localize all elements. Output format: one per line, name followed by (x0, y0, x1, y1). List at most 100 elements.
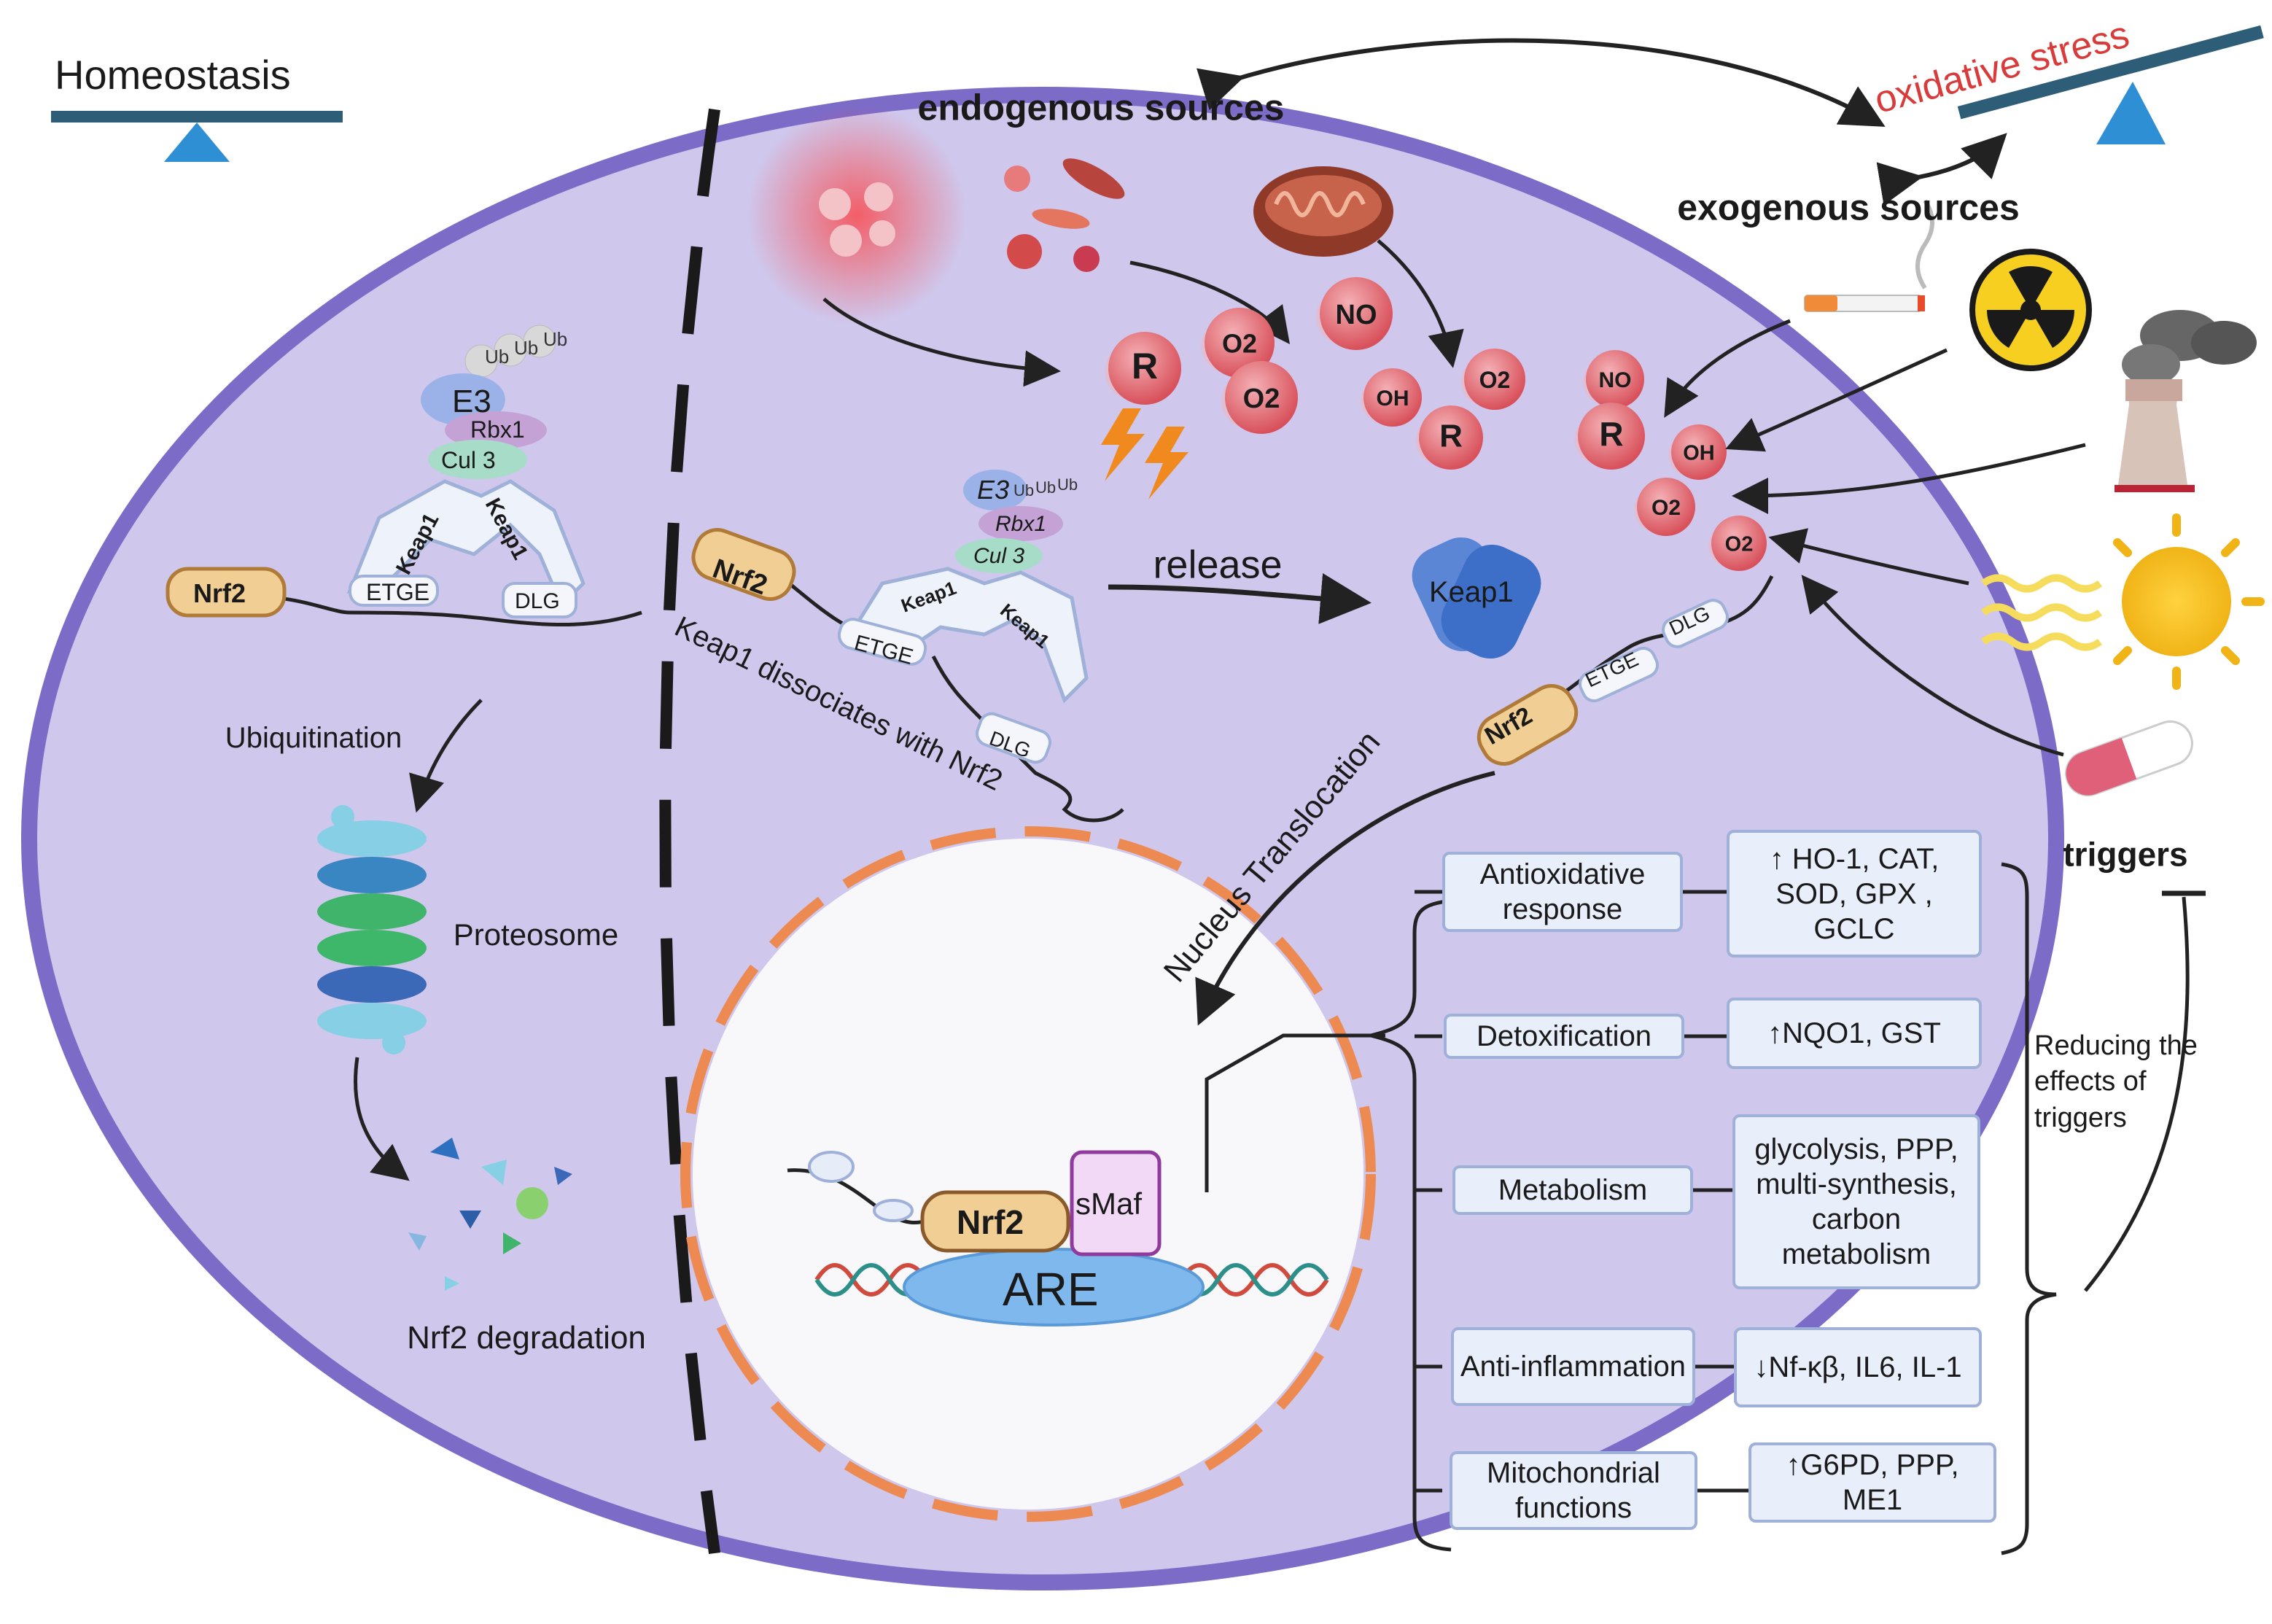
radiation-icon (1969, 249, 2092, 371)
proteosome-label: Proteosome (453, 917, 619, 952)
free-keap1 (1412, 537, 1541, 659)
radical-sphere (1671, 424, 1727, 480)
ub-label: Ub (1014, 481, 1034, 500)
degradation-arrow (354, 1057, 410, 1181)
ub-label: Ub (1057, 475, 1078, 494)
radical-sphere (1637, 478, 1695, 536)
ros-arrow (1377, 239, 1464, 368)
response-effect-detoxification: ↑NQO1, GST (1727, 998, 1982, 1069)
release-label: release (1153, 543, 1283, 587)
ub-label: Ub (485, 346, 509, 368)
radical-sphere (1419, 405, 1483, 470)
smaf-label: sMaf (1075, 1186, 1142, 1221)
response-effect-anti-inflammation: ↓Nf-κβ, IL6, IL-1 (1734, 1327, 1982, 1407)
ros-arrow (1725, 348, 1948, 452)
nrf2-degradation-label: Nrf2 degradation (407, 1319, 646, 1356)
response-category-mitochondrial: Mitochondrial functions (1450, 1451, 1697, 1530)
etge-label: ETGE (366, 579, 429, 605)
ubiquitination-arrow (409, 699, 483, 813)
balance-scale-icon (1957, 25, 2264, 144)
ros-arrow (1768, 528, 1969, 586)
radical-label: R (1439, 418, 1463, 454)
response-effect-metabolism: glycolysis, PPP, multi-synthesis, carbon… (1732, 1114, 1980, 1289)
dlg-label: DLG (515, 589, 560, 613)
response-connectors (1415, 890, 1748, 1493)
complex-left-labels: E3 Ub Ub Ub Rbx1 Cul 3 Keap1 Keap1 ETGE … (193, 328, 567, 613)
response-connector (1205, 1033, 1385, 1192)
triggers-label: triggers (2063, 835, 2188, 874)
proteasome-icon (317, 805, 427, 1054)
are-label: ARE (1003, 1263, 1099, 1316)
nucleus (693, 839, 1363, 1510)
response-effect-antioxidative: ↑ HO-1, CAT, SOD, GPX , GCLC (1727, 830, 1982, 957)
exogenous-label: exogenous sources (1677, 187, 2020, 228)
rbx1-label: Rbx1 (470, 416, 525, 443)
ub-label: Ub (514, 337, 538, 359)
radical-label: NO (1599, 368, 1632, 392)
radical-label: O2 (1652, 496, 1681, 520)
cul3-label: Cul 3 (973, 544, 1024, 568)
radical-sphere (1711, 516, 1767, 571)
keap1-complex-left (166, 325, 642, 627)
nrf2-nuclear (920, 1190, 1070, 1253)
ros-arrow (1129, 260, 1291, 344)
pill-icon (2065, 720, 2193, 797)
e3-label: E3 (977, 475, 1009, 505)
nrf2-label: Nrf2 (193, 578, 246, 608)
release-arrow (1108, 573, 1372, 624)
ros-arrow (822, 298, 1061, 387)
ubiquitination-label: Ubiquitination (225, 722, 402, 754)
pathogens-icon (1004, 158, 1125, 272)
mitochondria-icon (1253, 166, 1393, 257)
radical-sphere (1578, 403, 1645, 470)
ros-arrow (1664, 319, 1791, 418)
radical-label: O2 (1222, 328, 1257, 358)
reducing-effects-label: Reducing the effects of triggers (2034, 1030, 2198, 1133)
radical-label: R (1599, 415, 1623, 453)
radical-sphere (1320, 277, 1393, 350)
radical-label: OH (1683, 442, 1715, 465)
response-category-metabolism: Metabolism (1452, 1165, 1693, 1215)
response-category-anti-inflammation: Anti-inflammation (1451, 1327, 1695, 1406)
radical-sphere (1108, 332, 1181, 405)
endogenous-label: endogenous sources (917, 87, 1285, 128)
radical-label: O2 (1243, 384, 1280, 414)
rbx1-label: Rbx1 (995, 512, 1046, 536)
degraded-fragments (408, 1138, 572, 1291)
inhibition-line (2084, 896, 2190, 1292)
radical-sphere (1586, 350, 1644, 408)
ros-arrow (1732, 443, 2086, 514)
inflammation-cells-icon (747, 106, 966, 325)
keap1-complex-mid (691, 470, 1124, 823)
nuclear-envelope (680, 826, 1376, 1522)
ub-label: Ub (543, 328, 567, 350)
ub-label: Ub (1035, 478, 1056, 497)
divider-line (659, 108, 720, 1555)
nucleus-labels: Nrf2 sMaf ARE (957, 1186, 1142, 1316)
sun-icon (1981, 513, 2265, 690)
smaf-protein (1070, 1150, 1162, 1256)
response-category-antioxidative: Antioxidative response (1442, 852, 1683, 932)
feedback-arrow (1876, 133, 2007, 206)
homeostasis-label: Homeostasis (55, 52, 291, 98)
translocating-nrf2 (1477, 575, 1774, 766)
radical-label: O2 (1725, 533, 1754, 556)
cul3-label: Cul 3 (441, 447, 496, 473)
radical-sphere (1363, 368, 1422, 427)
left-bracket (1370, 898, 1452, 1552)
lightning-icon (1101, 408, 1188, 500)
radical-label: NO (1336, 300, 1377, 330)
radical-sphere (1225, 361, 1298, 434)
nrf2-label: Nrf2 (957, 1203, 1024, 1241)
translocation-arrow (1195, 771, 1495, 1026)
radical-label: O2 (1479, 367, 1511, 393)
radical-label: R (1132, 346, 1158, 386)
right-bracket (2001, 862, 2057, 1555)
balance-scale-icon (51, 111, 343, 162)
ros-arrow (1801, 575, 2064, 757)
radical-label: OH (1377, 386, 1409, 411)
factory-icon (2115, 310, 2257, 492)
